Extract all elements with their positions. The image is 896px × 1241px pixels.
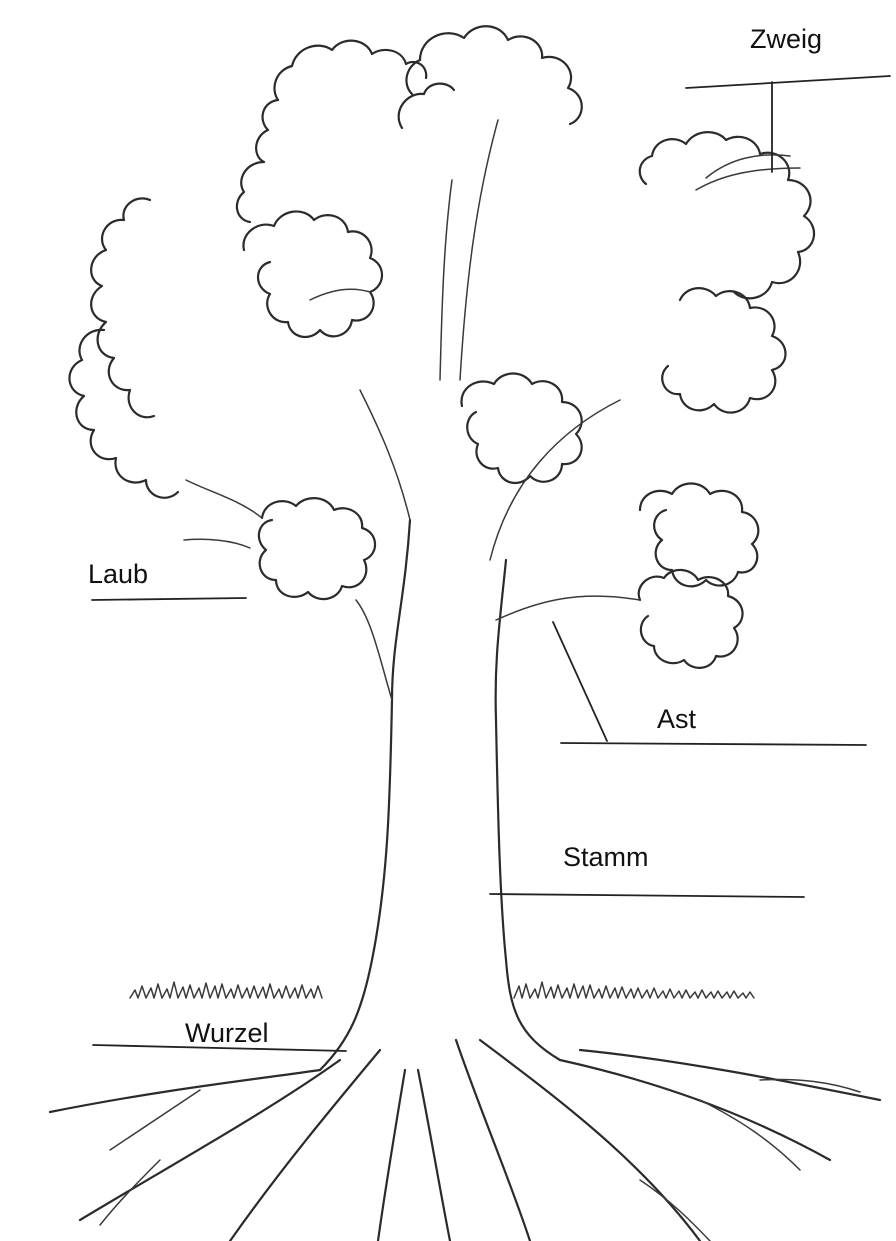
root-center bbox=[418, 1070, 450, 1241]
root-right-1 bbox=[480, 1040, 700, 1241]
canopy-left-lower-lobe bbox=[259, 498, 375, 599]
branch-center-2 bbox=[460, 120, 498, 380]
branches bbox=[184, 120, 800, 700]
branch-left-3 bbox=[186, 480, 262, 518]
twig-right-1 bbox=[696, 168, 800, 190]
root-far-left bbox=[50, 1070, 320, 1112]
label-stamm: Stamm bbox=[563, 844, 649, 871]
root-far-right bbox=[580, 1050, 880, 1100]
canopy-upper-left-lobe bbox=[237, 41, 426, 222]
branch-right-1 bbox=[496, 596, 640, 620]
label-laub: Laub bbox=[88, 561, 148, 588]
canopy-center-lobe bbox=[461, 374, 581, 483]
canopy bbox=[69, 26, 814, 668]
branch-center-1 bbox=[440, 180, 452, 380]
leader-lines bbox=[92, 76, 890, 1051]
leader-zweig bbox=[686, 76, 890, 88]
canopy-far-left-lobe bbox=[69, 330, 178, 498]
leader-stamm bbox=[490, 894, 804, 897]
branch-left-4 bbox=[184, 539, 250, 548]
canopy-right-lower-lobe bbox=[640, 484, 758, 587]
root-center-left bbox=[378, 1070, 405, 1241]
label-wurzel: Wurzel bbox=[185, 1020, 269, 1047]
branch-left-2 bbox=[356, 600, 392, 700]
trunk bbox=[320, 520, 560, 1070]
rootlet-right-a bbox=[700, 1100, 800, 1170]
canopy-right-mid-lobe bbox=[662, 288, 785, 412]
canopy-inner-left-lobe bbox=[243, 211, 382, 337]
grass bbox=[130, 982, 754, 998]
rootlet-left-b bbox=[100, 1160, 160, 1225]
label-zweig: Zweig bbox=[750, 26, 822, 53]
twig-left-1 bbox=[310, 289, 370, 300]
grass-right bbox=[514, 982, 754, 998]
roots bbox=[50, 1040, 880, 1241]
canopy-left-big-lobe bbox=[91, 198, 154, 417]
leader-ast-diagonal bbox=[553, 622, 607, 741]
trunk-right-edge bbox=[496, 560, 560, 1060]
grass-left bbox=[130, 982, 322, 998]
label-ast: Ast bbox=[657, 706, 696, 733]
canopy-upper-right-lobe bbox=[640, 132, 814, 298]
twig-right-2 bbox=[706, 155, 790, 178]
root-right-2 bbox=[560, 1060, 830, 1160]
branch-left-1 bbox=[360, 390, 410, 520]
trunk-left-edge bbox=[320, 520, 410, 1070]
leader-laub bbox=[92, 598, 246, 600]
leader-ast bbox=[561, 743, 866, 745]
branch-right-2 bbox=[490, 400, 620, 560]
